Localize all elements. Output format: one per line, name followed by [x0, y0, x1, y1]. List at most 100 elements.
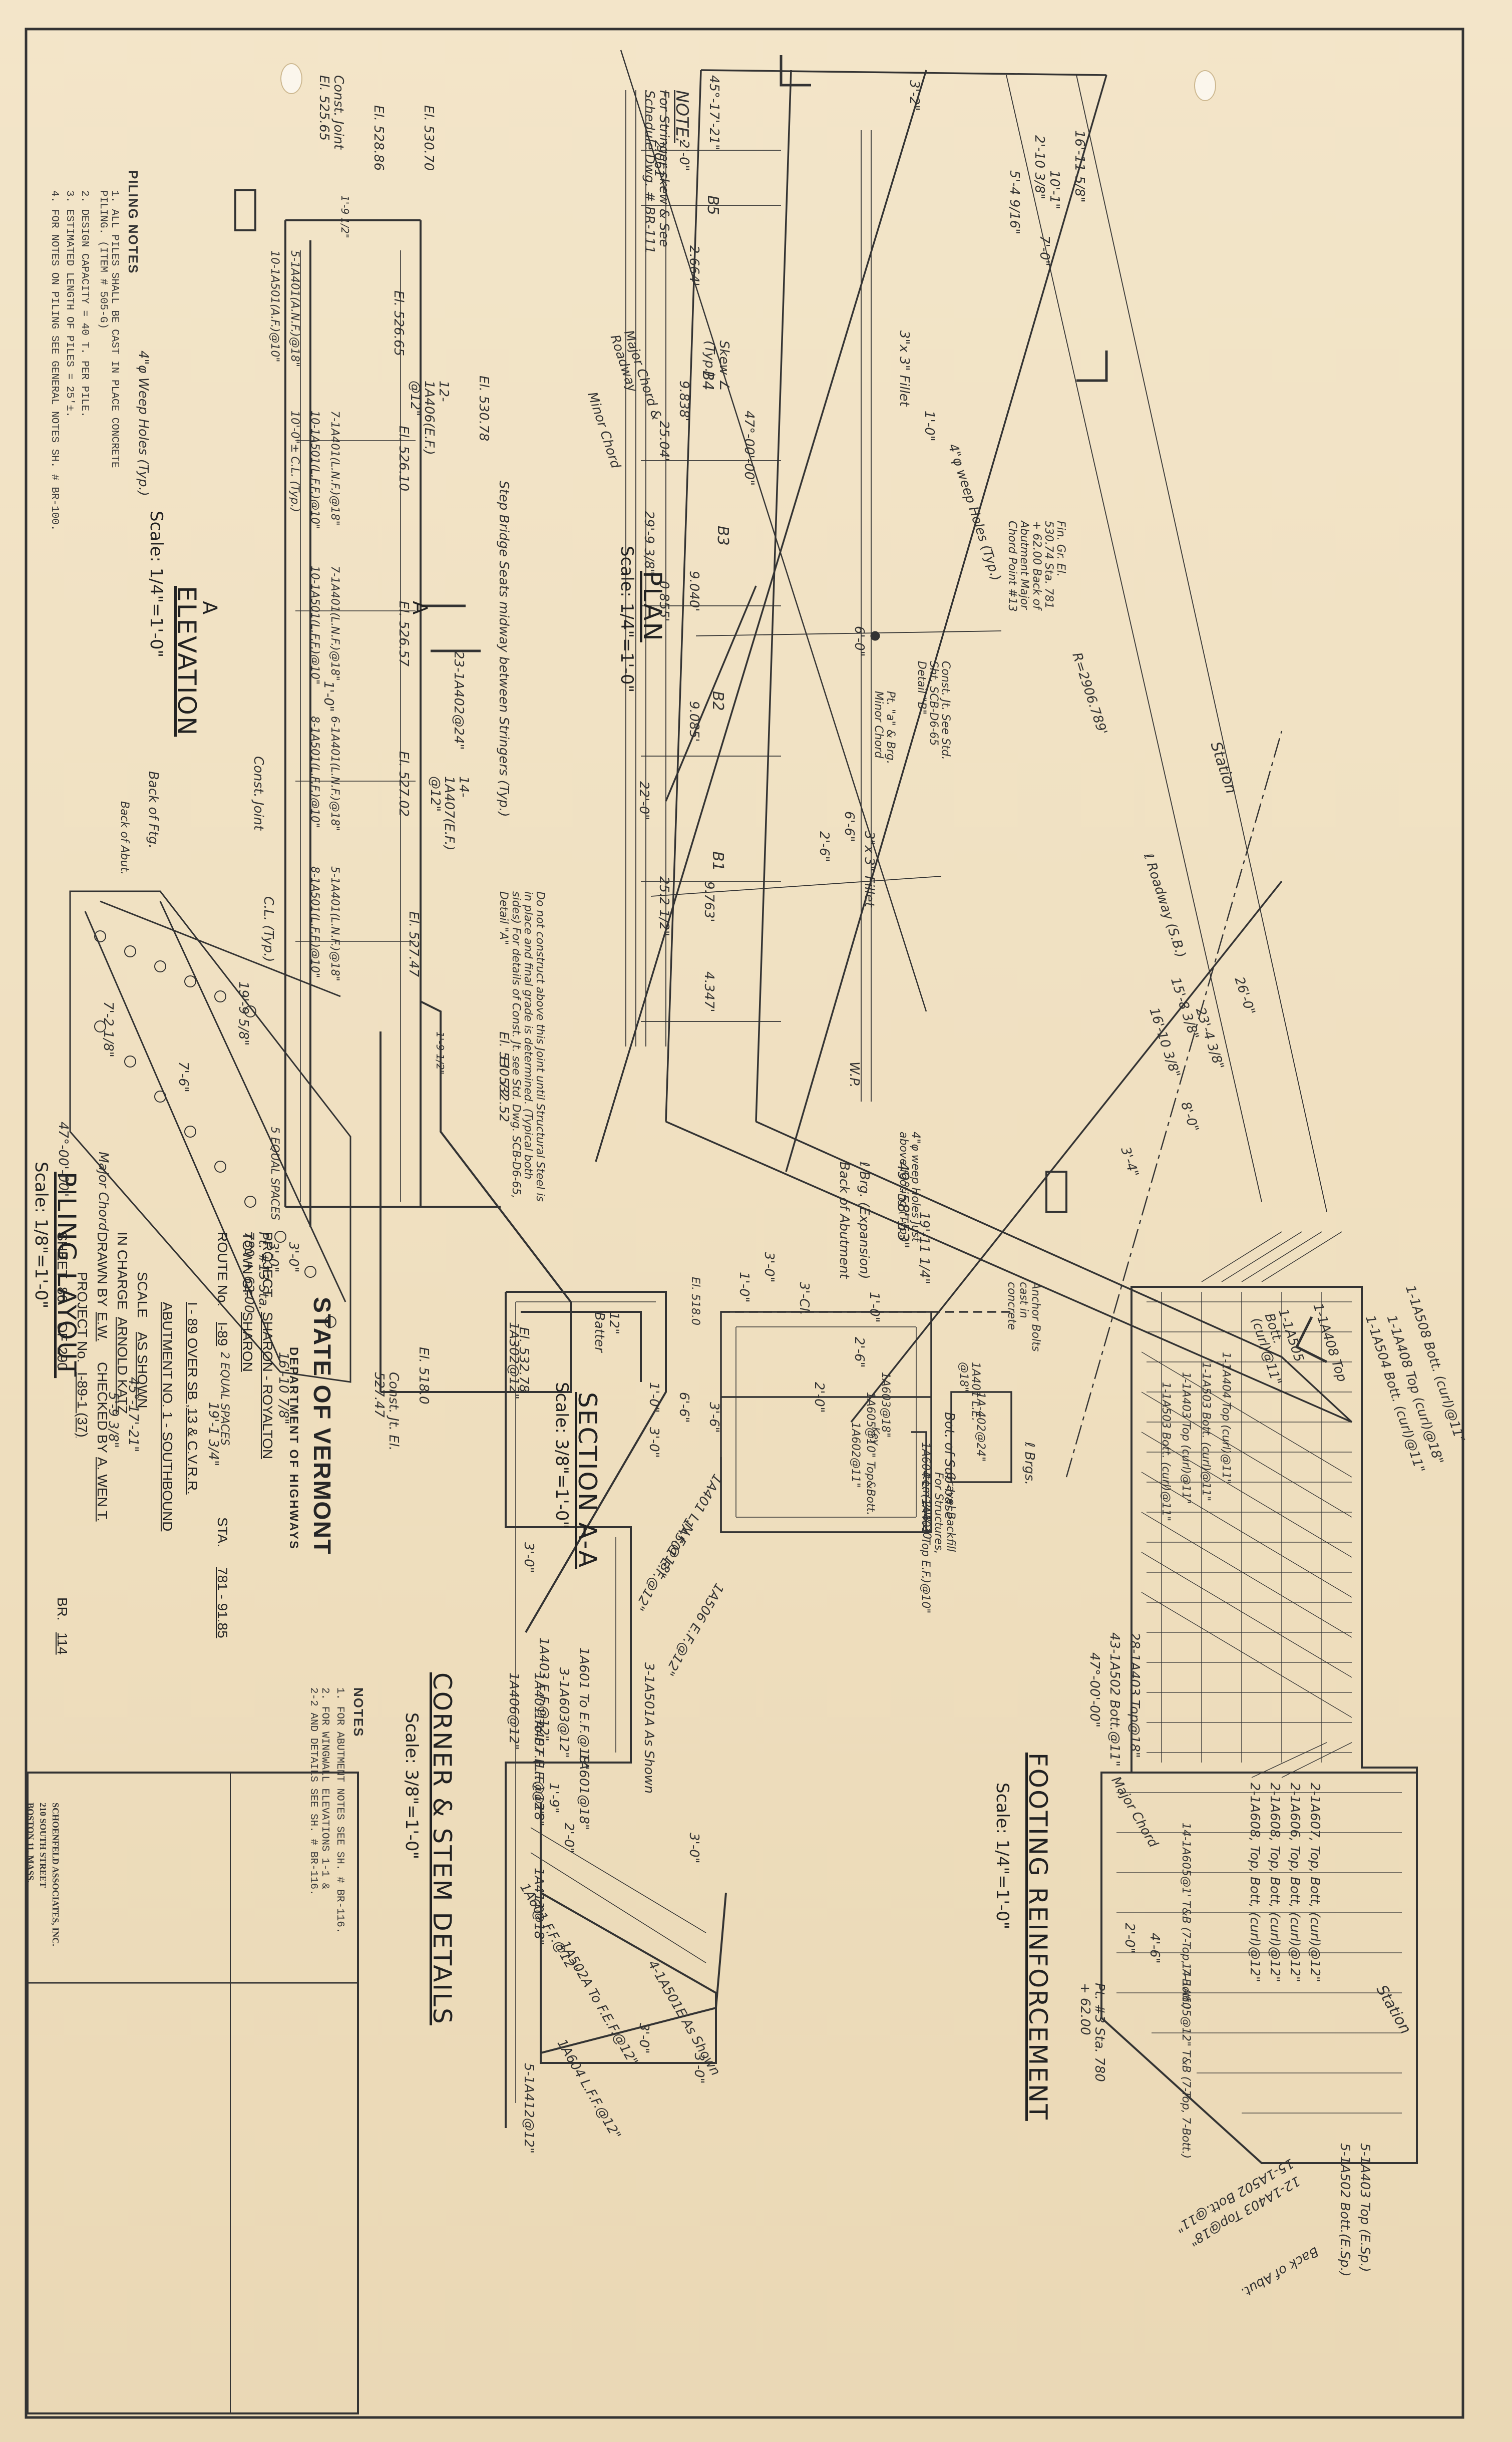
- plan-weep: 4"φ weep Holes (Typ.): [945, 442, 1004, 583]
- plan-station: Station: [1207, 740, 1240, 796]
- plan-stringer: B5: [704, 195, 721, 215]
- corner-label: 4-1A501E As Shown: [644, 1957, 723, 2078]
- plan-dimension: 26'-0": [1231, 975, 1258, 1017]
- section-aa-outline: [720, 1311, 1012, 1533]
- corner-label: 5-1A412@12": [521, 2063, 536, 2154]
- plan-dimension: 3'-4": [1117, 1145, 1142, 1179]
- title-drawn-value: E.W.: [95, 1312, 110, 1342]
- title-project-label: PROJECT: [260, 1232, 275, 1297]
- plan-dimension: 10'-1": [1047, 170, 1062, 210]
- footing-label: Pt. #3 Sta. 780 + 62.00: [1077, 1983, 1107, 2082]
- corner-dimension: 3'-0": [686, 1833, 701, 1864]
- elevation-el: El. 528.86: [371, 105, 386, 171]
- piling-dimension: 7'-6": [176, 1062, 191, 1093]
- piling-label: Major Chord: [96, 1152, 111, 1231]
- corner-stem-bars: [515, 1301, 706, 2103]
- elevation-step-note: Step Bridge Seats midway between Stringe…: [496, 481, 511, 817]
- title-route-value: I-89: [215, 1322, 230, 1346]
- footing-label: Major Chord: [1108, 1774, 1161, 1850]
- title-of-value: 290: [55, 1347, 70, 1370]
- footing-leaders: [1201, 1231, 1352, 1778]
- elevation-bar: 10-1A501(L.F.F.)@10": [308, 411, 321, 530]
- footing-label: 4'-6": [1147, 1933, 1162, 1964]
- plan-roadway: ℓ Roadway (S.B.): [1141, 851, 1189, 960]
- title-projno-value: I-89-1 (37): [75, 1372, 90, 1438]
- elevation-dimension: 1'-0": [321, 681, 336, 712]
- elevation-cl: C.L. (Typ.): [261, 896, 276, 962]
- piling-scale: Scale: 1/8"=1'-0": [31, 1162, 51, 1309]
- plan-dimension: 8'-0": [1178, 1100, 1202, 1134]
- plan-stringer: B1: [709, 851, 726, 871]
- punch-hole: [1194, 70, 1216, 101]
- elevation-bar-top: 14-1A407(E.F.) @12": [427, 776, 471, 851]
- plan-dimension: 1'-0": [922, 411, 937, 442]
- piling-note: 4. FOR NOTES ON PILING SEE GENERAL NOTES…: [49, 190, 60, 531]
- elevation-bars: [295, 250, 416, 1202]
- piling-note: 3. ESTIMATED LENGTH OF PILES = 25'±.: [64, 190, 75, 418]
- title-town-label: TOWN OF: [240, 1232, 255, 1298]
- elevation-bar: 8-1A501(L.F.F.)@10": [308, 866, 321, 978]
- title-sheet-label: SHEET: [55, 1232, 70, 1279]
- elevation-dimension: 1'-9 1/2": [434, 1031, 446, 1075]
- plan-dimension: 2'-10 3/8": [1032, 135, 1047, 200]
- plan-dimension: 2.664': [686, 245, 701, 286]
- footing-heading: FOOTING REINFORCEMENT: [1023, 1753, 1052, 2121]
- piling-dimension: 7'-2 1/8": [101, 1001, 116, 1058]
- punch-hole: [280, 63, 302, 94]
- plan-dimension: 9.085': [686, 701, 701, 742]
- title-scale-label: SCALE: [135, 1272, 150, 1318]
- plan-const-jt: Const. Jt. See Std. Sht. SCB-D6-65 Detai…: [915, 661, 952, 760]
- corner-dimension: 1'-9": [546, 1783, 561, 1814]
- footing-label: 2-1A607, Top, Bott, (curl)@12": [1307, 1783, 1322, 1982]
- title-line-2: ABUTMENT NO. 1 - SOUTHBOUND: [160, 1302, 175, 1532]
- elevation-bar-top: 12-1A406(E.F.) @12": [407, 381, 451, 455]
- title-br-label: BR.: [55, 1597, 70, 1621]
- title-drawn-label: DRAWN BY: [95, 1232, 110, 1307]
- corner-stem-outline: [505, 1291, 727, 2128]
- plan-outline: [595, 69, 1353, 1423]
- title-project-value: SHARON - ROYALTON: [260, 1312, 275, 1460]
- plan-stringer: B3: [714, 526, 731, 546]
- plan-major-chord: Major Chord & Roadway: [607, 328, 664, 422]
- plan-dimension: 4.347': [701, 971, 716, 1012]
- plan-dimension: 2.061': [651, 140, 666, 181]
- firm-stamp-line: SCHOENFELD ASSOCIATES, INC.: [51, 1803, 61, 1946]
- title-block-frame: [27, 1772, 359, 2414]
- plan-stringer: B2: [709, 691, 726, 711]
- section-arrow-1: [1295, 1316, 1328, 1363]
- title-scale-value: AS SHOWN: [135, 1332, 150, 1409]
- footing-label: 14-1A605@12" T&B (7-Top, 7-Bott.): [1180, 1963, 1192, 2159]
- piling-note: 1. ALL PILES SHALL BE CAST IN PLACE CONC…: [97, 190, 120, 468]
- title-projno-label: PROJECT No.: [75, 1272, 90, 1363]
- plan-dimension: 9.763': [701, 881, 716, 922]
- elevation-heading: ELEVATION: [172, 586, 201, 737]
- plan-dimension: 23'-4 3/8": [1192, 1005, 1227, 1072]
- footing-bar-grid: [1116, 1292, 1402, 2114]
- plan-dimension-lines: [625, 75, 1327, 1212]
- piling-label: 5 EQUAL SPACES: [268, 1127, 281, 1221]
- plan-dimension: 29'-9 3/8": [641, 511, 656, 575]
- elevation-section-mark: A: [198, 601, 221, 616]
- plan-dimension: 7'-0": [1037, 235, 1052, 266]
- plan-dimension: 3'-2": [907, 80, 922, 111]
- corner-label: 1A604 L.F.F.@12": [554, 2036, 624, 2142]
- firm-stamp-line: BOSTON 11, MASS.: [26, 1803, 36, 1883]
- plan-scale: Scale: 1/4"=1'-0": [617, 546, 637, 693]
- plan-minor-chord: Minor Chord: [584, 390, 623, 471]
- footing-label: Station: [1372, 1982, 1415, 2037]
- elevation-bar: 7-1A401(L.N.F.)@18": [328, 566, 341, 681]
- elevation-section-mark: A: [408, 601, 431, 616]
- major-chord-line: [620, 50, 927, 1012]
- elevation-bar-top: 23-1A402@24": [451, 651, 466, 750]
- firm-stamp-line: 210 SOUTH STREET: [38, 1803, 48, 1888]
- plan-dimension: 2'-0": [676, 140, 691, 171]
- plan-fillet-b: 3"x 3" Fillet: [862, 831, 877, 907]
- elevation-el: El. 530.70: [421, 105, 436, 171]
- plan-dimension: 2'-6": [817, 831, 832, 862]
- piling-outline: [69, 890, 351, 1383]
- plan-dimension: 9.838': [676, 381, 691, 422]
- plan-stringer: B4: [699, 371, 716, 391]
